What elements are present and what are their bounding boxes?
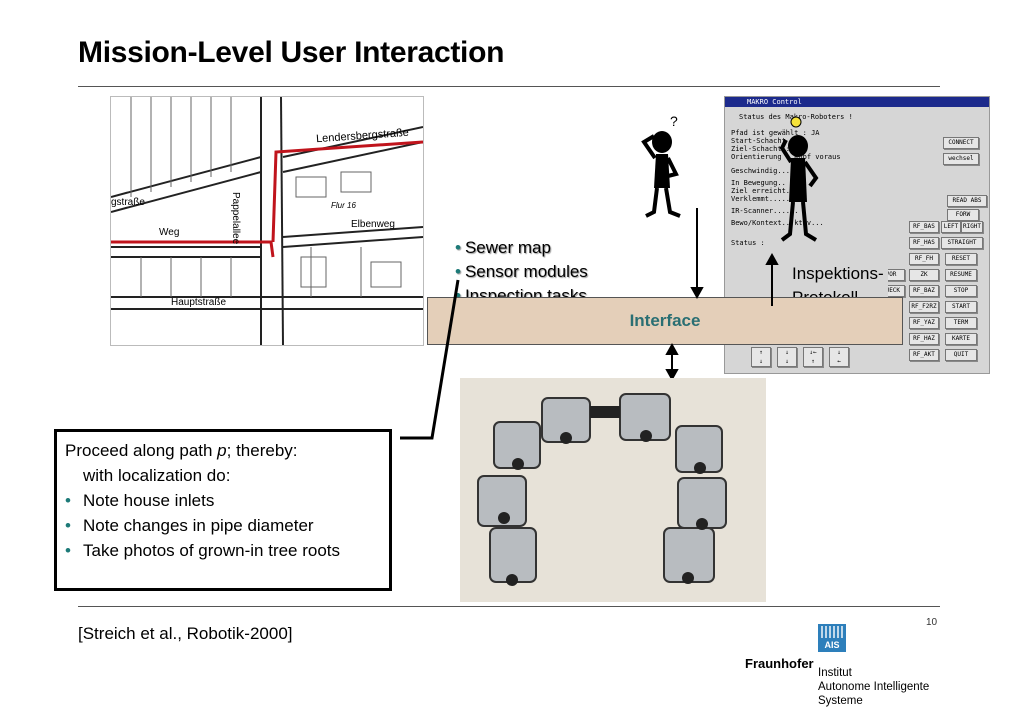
page-number: 10 bbox=[926, 617, 938, 628]
sewer-map-image: Lendersbergstraße Pappelallee Elbenweg g… bbox=[110, 96, 424, 346]
list-item: •Sensor modules bbox=[455, 262, 588, 281]
right-button[interactable]: RIGHT bbox=[961, 221, 983, 233]
karte-button[interactable]: KARTE bbox=[945, 333, 977, 345]
rf-fh-button[interactable]: RF_FH bbox=[909, 253, 939, 265]
arrow-turn-icon[interactable]: ↓←↑ bbox=[803, 347, 823, 367]
term-button[interactable]: TERM bbox=[945, 317, 977, 329]
status-line: Status : bbox=[731, 239, 765, 247]
citation: [Streich et al., Robotik-2000] bbox=[78, 624, 293, 643]
makro-robot-photo bbox=[460, 378, 766, 602]
map-label: gstraße bbox=[111, 197, 145, 208]
status-line: Bewo/Kontext...ktiv... bbox=[731, 219, 824, 227]
rf-baz-button[interactable]: RF_BAZ bbox=[909, 285, 939, 297]
arrow-up-down-icon[interactable]: ↑↓ bbox=[751, 347, 771, 367]
thinking-person-icon: ? bbox=[641, 113, 681, 218]
status-line: Ziel-Schacht : bbox=[731, 145, 791, 153]
idea-person-icon bbox=[779, 116, 819, 242]
straight-button[interactable]: STRAIGHT bbox=[941, 237, 983, 249]
status-line: Geschwindig... bbox=[731, 167, 791, 175]
rf-haz-button[interactable]: RF_HAZ bbox=[909, 333, 939, 345]
status-line: IR-Scanner...... bbox=[731, 207, 799, 215]
makro-control-window: MAKRO Control Status des Makro-Roboters … bbox=[724, 96, 990, 374]
rf-yaz-button[interactable]: RF_YAZ bbox=[909, 317, 939, 329]
arrow-turn-icon[interactable]: ↓← bbox=[829, 347, 849, 367]
footer-rule bbox=[78, 606, 940, 607]
robot-drawing bbox=[460, 378, 766, 602]
interface-inputs-list: •Sewer map •Sensor modules •Inspection t… bbox=[455, 236, 588, 308]
status-line: Pfad ist gewählt : JA bbox=[731, 129, 820, 137]
forw-button[interactable]: FORW bbox=[947, 209, 979, 221]
stop-button[interactable]: STOP bbox=[945, 285, 977, 297]
resume-button[interactable]: RESUME bbox=[945, 269, 977, 281]
map-label: Hauptstraße bbox=[171, 297, 227, 308]
left-button[interactable]: LEFT bbox=[941, 221, 961, 233]
list-item: •Note house inlets bbox=[65, 491, 215, 510]
procedure-line: Proceed along path p; thereby: bbox=[65, 441, 298, 460]
rf-akt-button[interactable]: RF_AKT bbox=[909, 349, 939, 361]
list-item: •Sewer map bbox=[455, 238, 551, 257]
wechsel-button[interactable]: wechsel bbox=[943, 153, 979, 165]
zk-button[interactable]: ZK bbox=[909, 269, 939, 281]
rf-bas-button[interactable]: RF_BAS bbox=[909, 221, 939, 233]
ais-logo-icon: AIS bbox=[818, 624, 846, 652]
map-label: Elbenweg bbox=[351, 219, 395, 230]
interface-box: Interface bbox=[427, 297, 903, 345]
rf-has-button[interactable]: RF_HAS bbox=[909, 237, 939, 249]
list-item: •Note changes in pipe diameter bbox=[65, 516, 314, 535]
procedure-line: with localization do: bbox=[83, 466, 231, 485]
rf-f2rz-button[interactable]: RF_F2RZ bbox=[909, 301, 939, 313]
window-titlebar: MAKRO Control bbox=[725, 97, 989, 107]
status-line: Start-Schacht : bbox=[731, 137, 795, 145]
institute-name: Institut Autonome Intelligente Systeme bbox=[818, 667, 930, 707]
ais-badge: AIS bbox=[824, 640, 840, 650]
svg-text:?: ? bbox=[670, 113, 678, 129]
quit-button[interactable]: QUIT bbox=[945, 349, 977, 361]
list-item: •Take photos of grown-in tree roots bbox=[65, 541, 341, 560]
procedure-box: Proceed along path p; thereby: with loca… bbox=[54, 429, 392, 591]
title-rule bbox=[78, 86, 940, 87]
start-button[interactable]: START bbox=[945, 301, 977, 313]
map-drawing bbox=[111, 97, 423, 345]
status-line: Verklemmt........ bbox=[731, 195, 803, 203]
fraunhofer-logo: Fraunhofer bbox=[745, 656, 814, 671]
connect-button[interactable]: CONNECT bbox=[943, 137, 979, 149]
reset-button[interactable]: RESET bbox=[945, 253, 977, 265]
slide-title: Mission-Level User Interaction bbox=[78, 36, 505, 69]
map-label: Weg bbox=[159, 227, 180, 238]
map-label: Flur 16 bbox=[331, 201, 356, 210]
status-line: Ziel erreicht.. bbox=[731, 187, 795, 195]
arrow-down-icon[interactable]: ↓↓ bbox=[777, 347, 797, 367]
status-line: In Bewegung.. bbox=[731, 179, 786, 187]
read-abs-button[interactable]: READ ABS bbox=[947, 195, 987, 207]
